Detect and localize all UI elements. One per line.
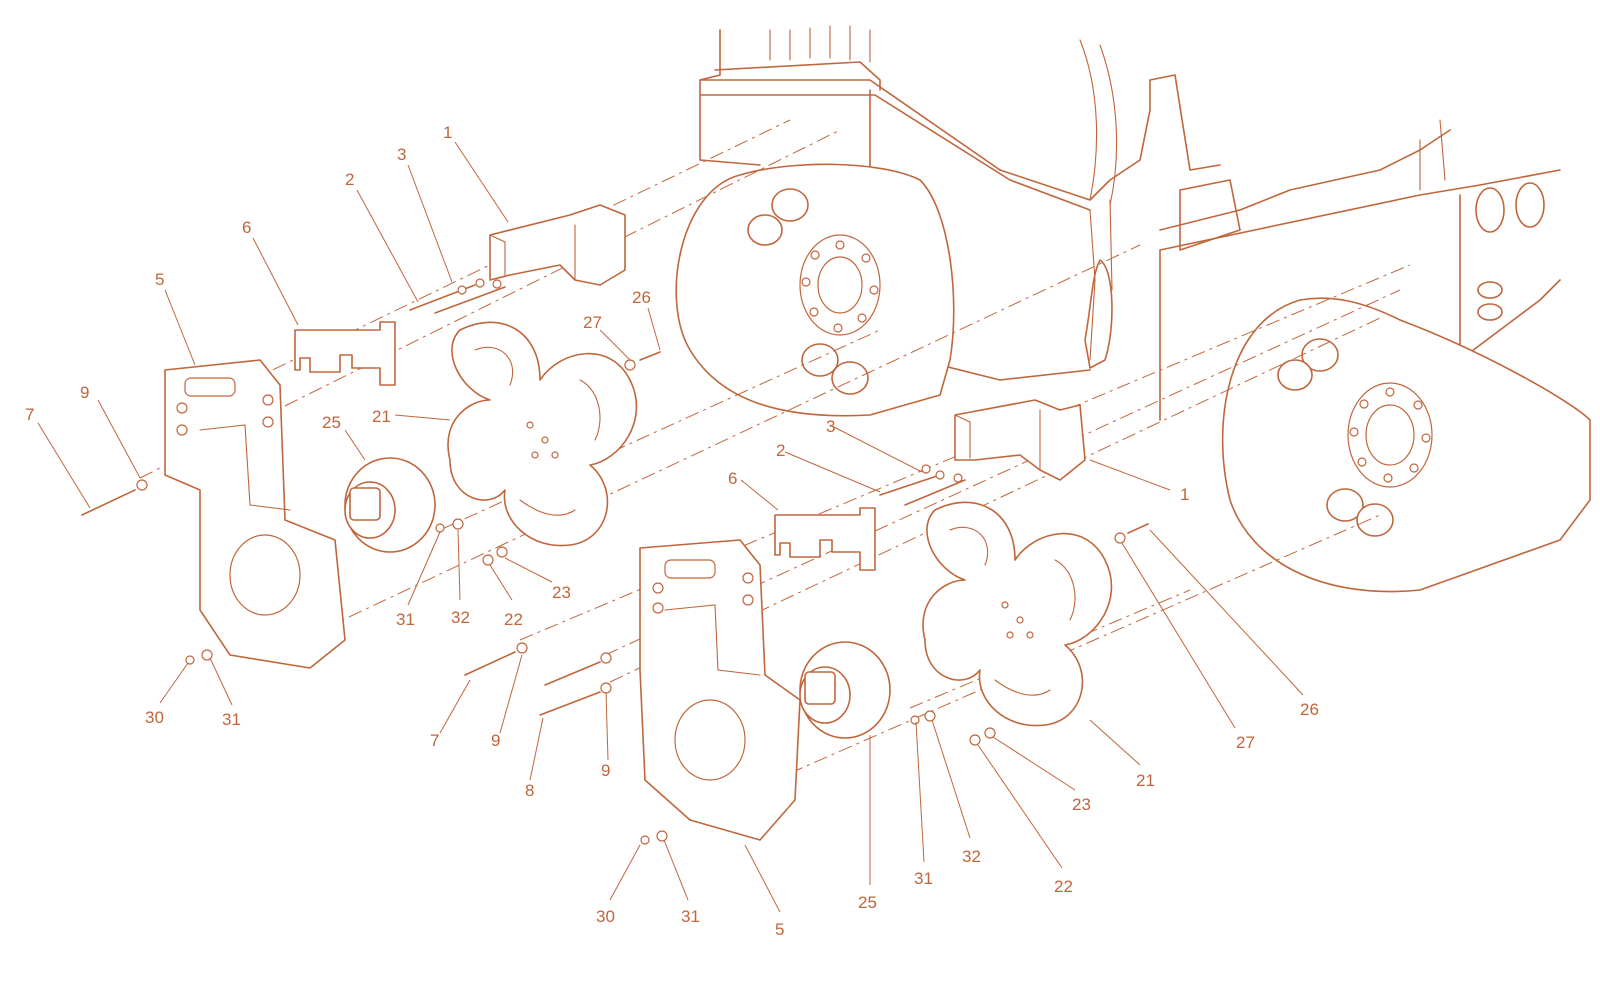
callout-9: 9 (491, 731, 500, 750)
callout-6: 6 (242, 218, 251, 237)
callout-27: 27 (583, 313, 602, 332)
callout-1: 1 (443, 123, 452, 142)
callout-5: 5 (155, 270, 164, 289)
callout-25: 25 (858, 893, 877, 912)
callout-7: 7 (25, 405, 34, 424)
headlight (1515, 182, 1545, 228)
callout-26: 26 (1300, 700, 1319, 719)
spacer-plate (294, 321, 396, 386)
callout-31: 31 (681, 907, 700, 926)
callout-23: 23 (1072, 795, 1091, 814)
front-drum-mounts (1277, 338, 1394, 537)
star-plate (447, 321, 638, 547)
left-parts-group (81, 204, 661, 669)
callout-25: 25 (322, 413, 341, 432)
callout-26: 26 (632, 288, 651, 307)
rear-drum-mounts (747, 188, 869, 395)
front-drum-bolt-holes (1349, 387, 1431, 483)
leader-lines (37, 141, 1304, 913)
side-plate (639, 539, 801, 841)
callout-6: 6 (728, 469, 737, 488)
callout-31: 31 (222, 710, 241, 729)
callout-5: 5 (775, 920, 784, 939)
callout-9: 9 (80, 383, 89, 402)
right-parts-group (464, 399, 1149, 845)
headlight (1475, 187, 1505, 233)
machine-frame (675, 25, 1591, 593)
callout-22: 22 (1054, 877, 1073, 896)
mounting-bracket (954, 399, 1086, 481)
callout-2: 2 (345, 170, 354, 189)
callout-2: 2 (776, 441, 785, 460)
callout-30: 30 (145, 708, 164, 727)
callout-30: 30 (596, 907, 615, 926)
callout-22: 22 (504, 610, 523, 629)
rear-drum-bolt-holes (801, 240, 879, 333)
callout-27: 27 (1236, 733, 1255, 752)
callout-3: 3 (826, 417, 835, 436)
spacer-plate (774, 507, 876, 571)
callout-32: 32 (451, 608, 470, 627)
callout-21: 21 (1136, 771, 1155, 790)
callout-labels: 1 2 3 6 5 9 7 27 26 21 25 31 32 22 23 30… (25, 123, 1319, 939)
callout-31: 31 (914, 869, 933, 888)
callout-21: 21 (372, 407, 391, 426)
side-plate (164, 359, 346, 669)
callout-1: 1 (1180, 485, 1189, 504)
callout-7: 7 (430, 731, 439, 750)
callout-31: 31 (396, 610, 415, 629)
callout-32: 32 (962, 847, 981, 866)
star-plate (922, 501, 1113, 727)
callout-8: 8 (525, 781, 534, 800)
callout-9: 9 (601, 761, 610, 780)
callout-3: 3 (397, 145, 406, 164)
mounting-bracket (489, 204, 626, 286)
callout-23: 23 (552, 583, 571, 602)
